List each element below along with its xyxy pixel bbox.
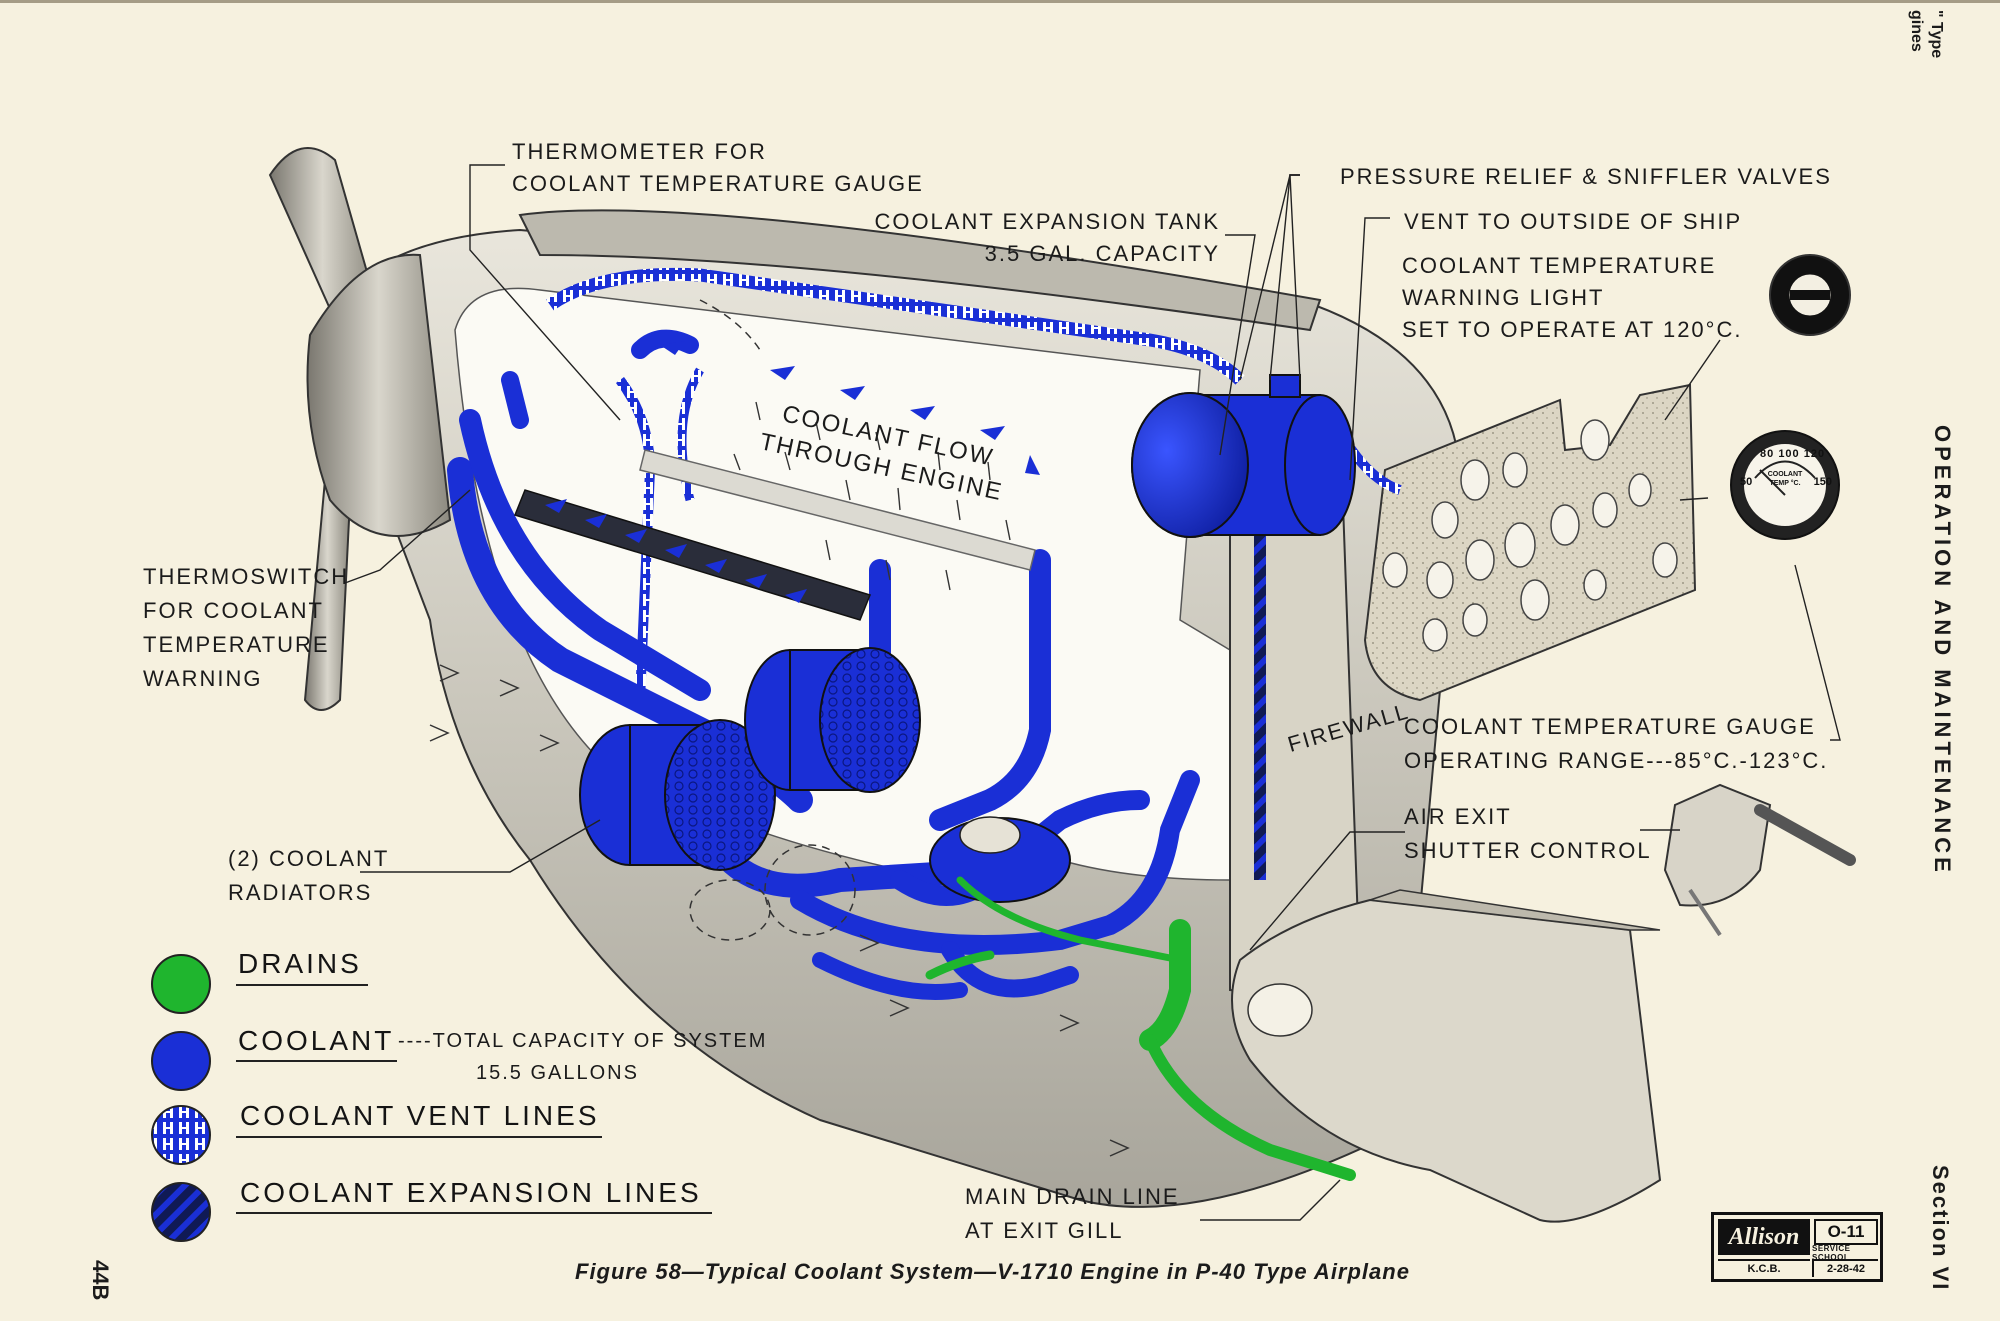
stamp-brand: Allison — [1718, 1219, 1810, 1255]
legend-coolant-note: ----TOTAL CAPACITY OF SYSTEM — [398, 1030, 768, 1052]
allison-stamp: Allison O-11 SERVICE SCHOOL K.C.B. 2-28-… — [1711, 1212, 1883, 1282]
legend-vent-lines: COOLANT VENT LINES — [240, 1100, 600, 1131]
stamp-code: O-11 — [1814, 1219, 1878, 1245]
corner-text-2: gines — [1908, 10, 1925, 52]
legend-expansion-lines: COOLANT EXPANSION LINES — [240, 1177, 702, 1208]
legend-coolant-note2: 15.5 GALLONS — [476, 1062, 639, 1084]
stamp-initials: K.C.B. — [1718, 1259, 1810, 1277]
section-title: OPERATION AND MAINTENANCE — [1930, 425, 1955, 876]
top-edge — [0, 0, 2000, 3]
pressure-relief-label: PRESSURE RELIEF & SNIFFLER VALVES — [1340, 164, 1832, 189]
stamp-date: 2-28-42 — [1812, 1259, 1878, 1277]
gauge-scale: 80 100 120 — [1760, 448, 1826, 460]
corner-text-1: " Type — [1928, 10, 1945, 59]
figure-caption: Figure 58—Typical Coolant System—V-1710 … — [575, 1259, 1410, 1284]
vent-label: VENT TO OUTSIDE OF SHIP — [1404, 209, 1743, 234]
section-number: Section VI — [1928, 1165, 1953, 1292]
page-number: 44B — [88, 1260, 113, 1301]
legend-coolant: COOLANT — [238, 1025, 395, 1056]
legend-drains: DRAINS — [238, 948, 362, 979]
stamp-school: SERVICE SCHOOL — [1812, 1244, 1851, 1262]
